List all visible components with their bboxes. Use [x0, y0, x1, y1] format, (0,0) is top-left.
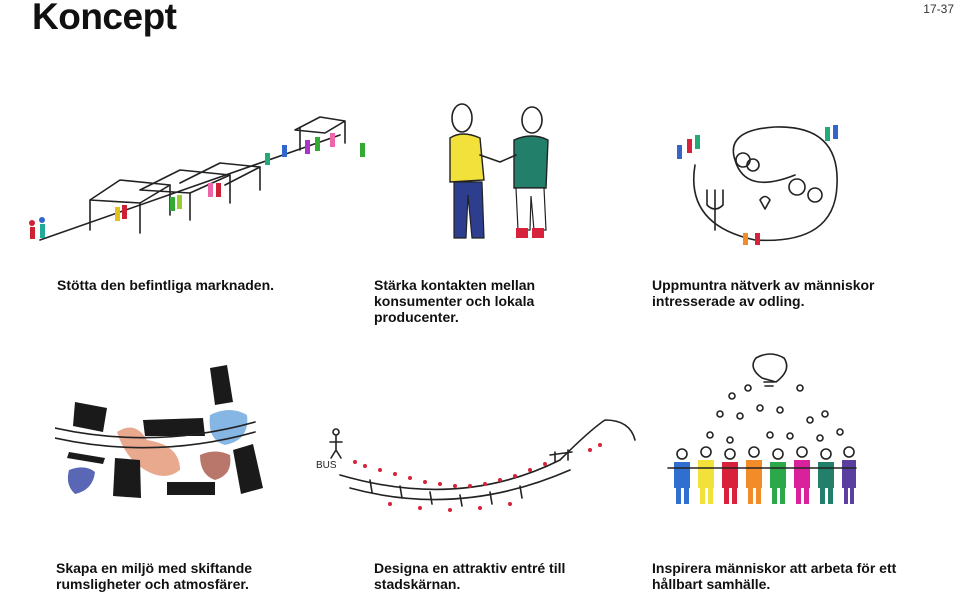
page-title: Koncept: [32, 0, 177, 38]
page-number: 17-37: [923, 2, 954, 16]
people-lightbulb-sketch: [660, 350, 860, 510]
market-stalls-sketch: [20, 105, 380, 265]
gardening-network-sketch: [665, 105, 850, 255]
caption-entrance: Designa en attraktiv entré till stadskär…: [374, 560, 584, 592]
caption-environment: Skapa en miljö med skiftande rumslighete…: [56, 560, 296, 592]
caption-producers: Stärka kontakten mellan konsumenter och …: [374, 277, 574, 325]
caption-network: Uppmuntra nätverk av människor intresser…: [652, 277, 912, 309]
handshake-sketch: [440, 100, 560, 250]
caption-sustainable: Inspirera människor att arbeta för ett h…: [652, 560, 912, 592]
spatial-plan-sketch: [55, 360, 275, 505]
caption-market: Stötta den befintliga marknaden.: [57, 277, 317, 293]
entrance-street-sketch: BUS: [310, 400, 650, 520]
bus-label: BUS: [316, 460, 337, 471]
